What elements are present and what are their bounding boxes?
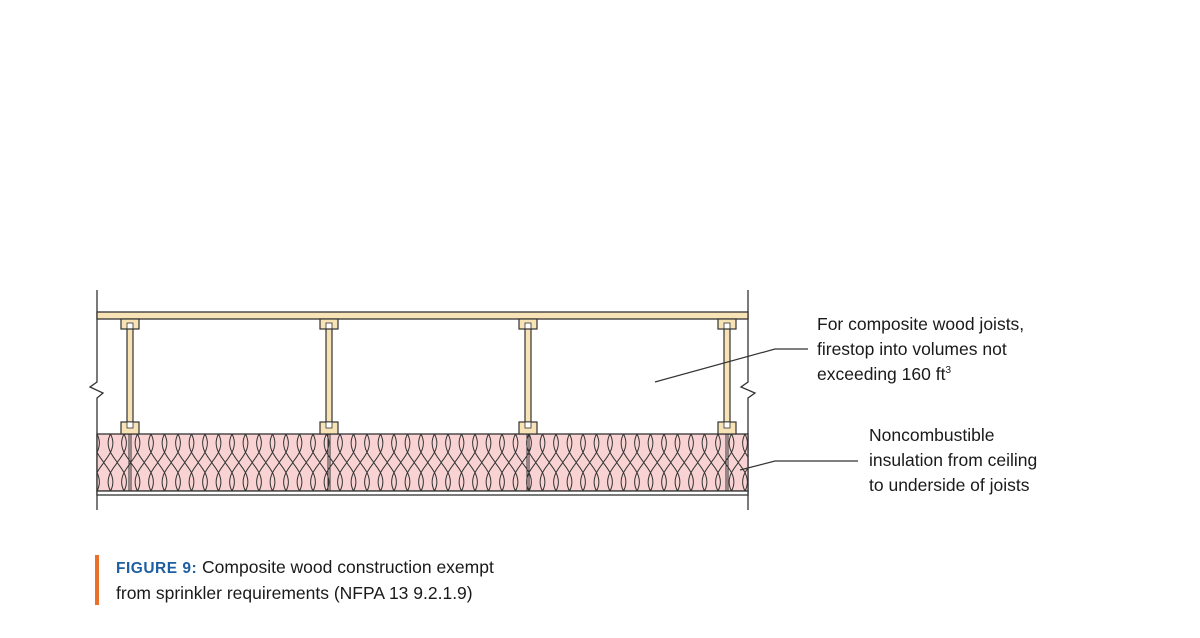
joist-bottom-flange-1 (120, 421, 140, 435)
joist-bottom-flanges (120, 421, 737, 491)
insulation (96, 433, 749, 492)
joist-1 (120, 318, 140, 423)
joist-2 (319, 318, 339, 423)
joist-bottom-flange-3 (518, 421, 538, 435)
joists (120, 318, 737, 423)
callout-insulation-line3: to underside of joists (869, 475, 1030, 495)
callout-firestop-line2: firestop into volumes not (817, 339, 1007, 359)
callout-insulation-line1: Noncombustible (869, 425, 995, 445)
caption-text-line1: Composite wood construction exempt (202, 557, 494, 577)
callout-firestop-line3: exceeding 160 ft3 (817, 362, 1024, 387)
cubic-superscript: 3 (945, 365, 951, 377)
leader-line-firestop (654, 348, 808, 383)
subfloor-deck (96, 311, 749, 320)
ceiling-board (96, 490, 749, 496)
right-wall (739, 290, 757, 510)
callout-firestop: For composite wood joists, firestop into… (817, 312, 1024, 387)
left-wall (88, 290, 105, 510)
figure-label: FIGURE 9: (116, 560, 198, 577)
callout-firestop-line1: For composite wood joists, (817, 314, 1025, 334)
caption-line1: FIGURE 9: Composite wood construction ex… (116, 555, 494, 581)
joist-bottom-flange-4 (717, 421, 737, 435)
joist-3 (518, 318, 538, 423)
callout-insulation: Noncombustible insulation from ceiling t… (869, 423, 1037, 498)
joist-4 (717, 318, 737, 423)
callout-firestop-line3-text: exceeding 160 ft (817, 364, 946, 384)
joist-bottom-flange-2 (319, 421, 339, 435)
callout-insulation-line2: insulation from ceiling (869, 450, 1038, 470)
caption-line2: from sprinkler requirements (NFPA 13 9.2… (116, 583, 473, 603)
leader-line-insulation (739, 460, 858, 471)
figure-caption: FIGURE 9: Composite wood construction ex… (95, 555, 494, 605)
